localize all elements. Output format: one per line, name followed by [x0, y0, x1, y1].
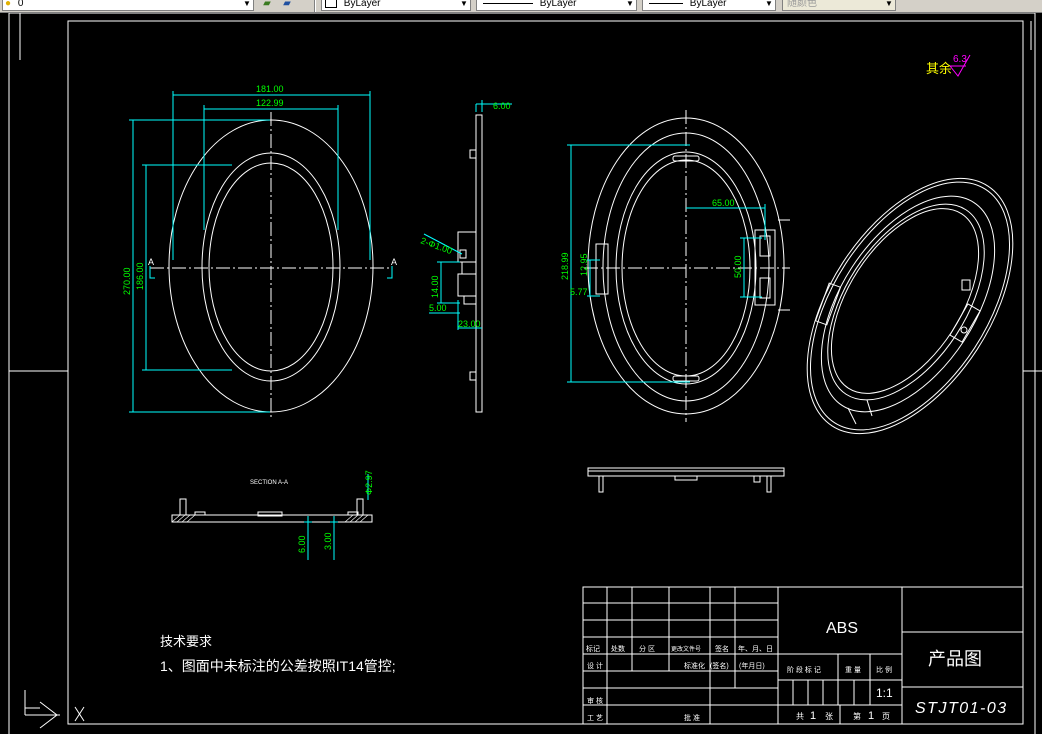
tb-scale-value: 1:1 — [876, 686, 893, 700]
tb-date-placeholder: (年月日) — [739, 661, 765, 670]
tb-sheet-total-label: 共 — [796, 712, 804, 721]
side-view: 6.00 2-Φ1.00 14.00 5.00 23.00 — [419, 100, 512, 413]
plotstyle-value: 随颜色 — [787, 0, 817, 9]
color-dropdown[interactable]: ByLayer ▼ — [321, 0, 471, 11]
drawing-frame — [8, 13, 1042, 734]
dim-thickness: 6.00 — [493, 101, 511, 111]
isometric-view — [806, 177, 1014, 435]
tb-header-date: 年、月、日 — [738, 644, 773, 653]
tb-standardization-label: 标准化 — [684, 661, 705, 670]
dim-tab-offset: 65.00 — [712, 198, 735, 208]
layer-dropdown[interactable]: ● 0 ▼ — [2, 0, 254, 11]
tb-header-zone: 分 区 — [639, 644, 655, 653]
section-mark-right: A — [391, 257, 397, 267]
linetype-sample — [483, 2, 533, 4]
linetype-dropdown[interactable]: ByLayer ▼ — [476, 0, 637, 11]
notes-heading: 技术要求 — [160, 634, 212, 649]
dim-back-height: 218.99 — [560, 252, 570, 280]
color-value: ByLayer — [343, 0, 381, 9]
roughness-label: 其余 — [926, 61, 952, 76]
tb-stage-header: 阶 段 标 记 — [787, 665, 821, 674]
dim-boss-height: 14.00 — [430, 275, 440, 298]
dim-tab-height: 50.00 — [733, 255, 743, 278]
tb-sheet-unit: 张 — [825, 712, 833, 721]
tb-process-label: 工 艺 — [587, 714, 603, 722]
layer-make-current-icon[interactable]: ▰ — [263, 0, 271, 9]
tb-signature-placeholder: (签名) — [710, 661, 729, 670]
drawing-canvas[interactable]: 其余 6.3 18 — [0, 13, 1042, 734]
dim-hole-diameter: 2-Φ1.00 — [419, 235, 453, 256]
chevron-down-icon: ▼ — [460, 0, 468, 8]
chevron-down-icon: ▼ — [626, 0, 634, 8]
layer-previous-icon[interactable]: ▰ — [283, 0, 291, 9]
tb-approve-label: 批 准 — [684, 713, 700, 722]
chevron-down-icon: ▼ — [765, 0, 773, 8]
linetype-value: ByLayer — [539, 0, 577, 9]
tb-header-signature: 签名 — [715, 644, 729, 653]
tb-review-label: 审 核 — [587, 696, 603, 705]
tb-scale-header: 比 例 — [876, 665, 892, 674]
lineweight-sample — [649, 2, 683, 4]
ucs-axis-icon — [24, 690, 85, 729]
section-title: SECTION A-A — [250, 480, 288, 486]
lineweight-value: ByLayer — [689, 0, 727, 9]
dim-slot-offset: 5.77 — [570, 287, 588, 297]
technical-notes: 技术要求 1、图面中未标注的公差按照IT14管控; — [160, 634, 396, 674]
dim-section-thickness: 6.00 — [297, 535, 307, 553]
frame-marks — [19, 13, 1032, 60]
toolbar-separator — [314, 0, 316, 12]
tb-header-count: 处数 — [611, 644, 625, 653]
tb-header-mark: 标记 — [586, 644, 600, 653]
section-view: SECTION A-A Φ2.97 6.00 3. — [171, 470, 374, 560]
dim-boss-depth: 23.00 — [458, 319, 481, 329]
tb-design-label: 设 计 — [587, 661, 603, 670]
notes-item-1: 1、图面中未标注的公差按照IT14管控; — [160, 658, 396, 674]
properties-toolbar: ● 0 ▼ ▰ ▰ ByLayer ▼ ByLayer ▼ ByLayer ▼ … — [0, 0, 1042, 13]
tb-sheet-no-unit: 页 — [882, 712, 890, 721]
dim-outer-height: 270.00 — [122, 267, 132, 295]
dim-section-step: 3.00 — [323, 532, 333, 550]
title-block: 标记 处数 分 区 更改文件号 签名 年、月、日 设 计 标准化 (签名) (年… — [582, 586, 1024, 725]
tb-header-change-doc: 更改文件号 — [671, 645, 701, 653]
dim-inner-width: 122.99 — [256, 98, 284, 108]
tb-drawing-title: 产品图 — [928, 649, 982, 669]
dim-slot: 12.95 — [579, 253, 589, 276]
dim-inner-height: 186.00 — [135, 262, 145, 290]
front-view: 181.00 122.99 270.00 186.00 A A — [122, 84, 397, 420]
bottom-view — [587, 467, 785, 493]
section-mark-left: A — [148, 257, 154, 267]
tb-sheet-no-label: 第 — [853, 711, 861, 721]
tb-sheet-total: 1 — [810, 710, 816, 722]
tb-sheet-no: 1 — [868, 710, 874, 722]
chevron-down-icon: ▼ — [243, 0, 251, 8]
tb-material: ABS — [826, 620, 858, 637]
roughness-value: 6.3 — [953, 54, 967, 65]
color-swatch-icon — [325, 0, 337, 9]
lightbulb-icon: ● — [5, 0, 12, 9]
chevron-down-icon: ▼ — [885, 0, 893, 8]
lineweight-dropdown[interactable]: ByLayer ▼ — [642, 0, 776, 11]
surface-roughness-symbol: 其余 6.3 — [926, 54, 971, 77]
tb-weight-header: 重 量 — [845, 666, 861, 674]
dim-outer-width: 181.00 — [256, 84, 284, 94]
dim-pin-diameter: Φ2.97 — [364, 470, 374, 495]
tb-drawing-number: STJT01-03 — [915, 700, 1008, 717]
plotstyle-dropdown[interactable]: 随颜色 ▼ — [782, 0, 896, 11]
dim-boss-offset: 5.00 — [429, 303, 447, 313]
layer-value: 0 — [17, 0, 24, 9]
back-view: 218.99 12.95 5.77 65.00 50.00 — [560, 110, 790, 422]
